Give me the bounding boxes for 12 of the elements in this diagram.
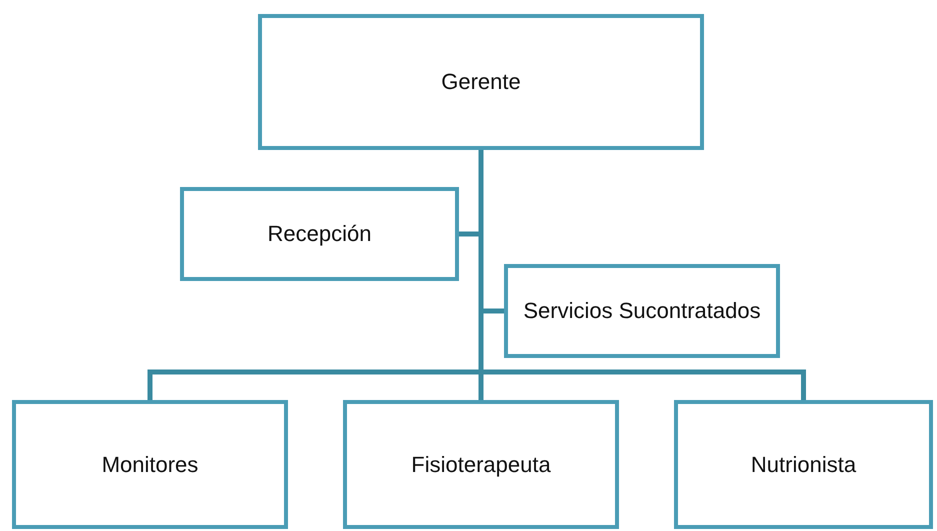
box-label: Nutrionista [750, 450, 856, 478]
box-label: Gerente [441, 68, 521, 96]
org-box [674, 400, 933, 529]
org-box [504, 264, 780, 358]
org-box [12, 400, 288, 529]
box-label: Recepción [268, 220, 372, 248]
org-box [180, 187, 459, 281]
box-label: Monitores [102, 450, 198, 478]
org-box [343, 400, 619, 529]
box-label: Fisioterapeuta [411, 450, 551, 478]
box-label: Servicios Sucontratados [523, 297, 761, 325]
org-box [258, 14, 704, 150]
